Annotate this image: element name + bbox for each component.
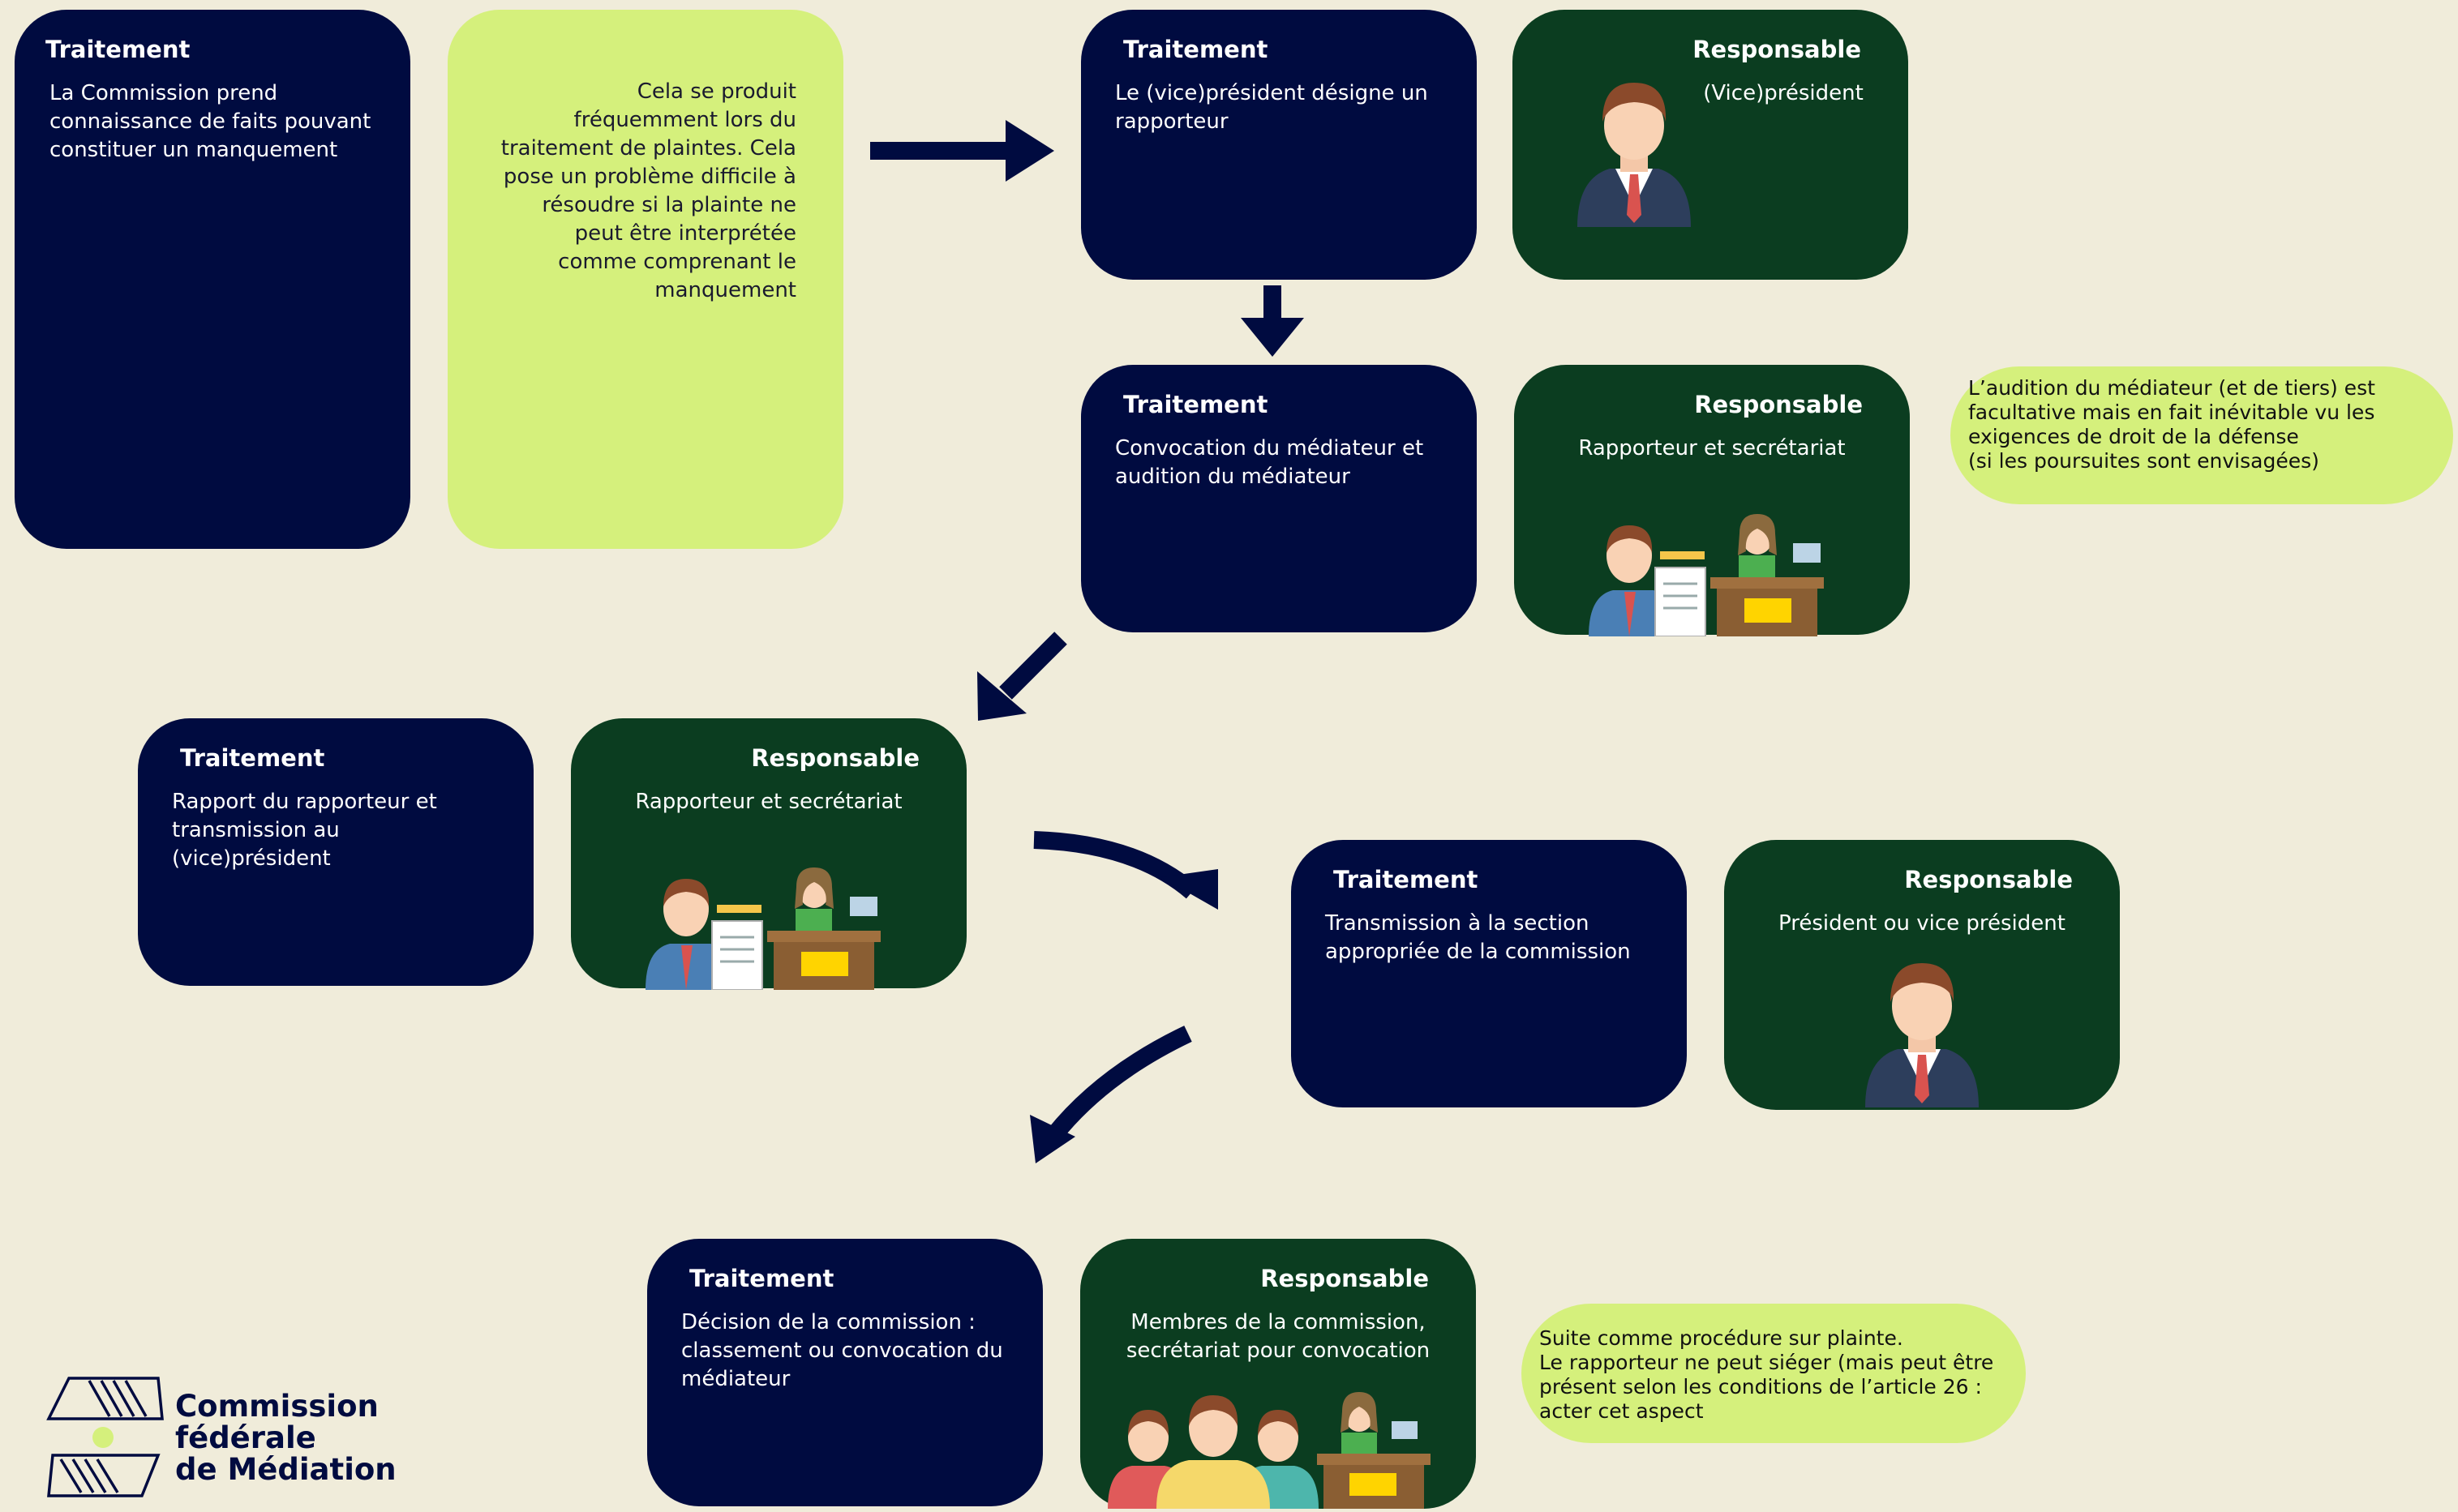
arrow-diag-1	[999, 632, 1067, 700]
traitement-label: Traitement	[45, 36, 191, 63]
responsable-label: Responsable	[751, 744, 920, 772]
step-3-traitement: Traitement Convocation du médiateur et a…	[1081, 365, 1477, 632]
logo-line-3: de Médiation	[175, 1452, 397, 1487]
rapporteur-secretariat-icon	[646, 867, 881, 990]
step-3-responsable: Responsable Rapporteur et secrétariat	[1514, 365, 1910, 636]
step-4-text: Rapport du rapporteur et transmission au…	[172, 790, 437, 871]
step-1-traitement: Traitement La Commission prend connaissa…	[15, 10, 410, 549]
note-3-line-4: acter cet aspect	[1539, 1399, 1704, 1423]
step-5-responsable: Responsable Président ou vice président	[1724, 840, 2120, 1110]
president-icon	[1865, 963, 1979, 1107]
step-3-text: Convocation du médiateur et audition du …	[1115, 436, 1424, 489]
logo-line-1: Commission	[175, 1389, 379, 1424]
step-6-text: Décision de la commission : classement o…	[681, 1310, 1003, 1391]
step-1-text: La Commission prend connaissance de fait…	[49, 81, 371, 162]
arrow-curve-1	[1033, 831, 1199, 899]
step-5-traitement: Traitement Transmission à la section app…	[1291, 840, 1687, 1107]
step-6-responsable: Responsable Membres de la commission, se…	[1080, 1239, 1476, 1509]
arrow-head-1	[1006, 120, 1054, 182]
note-3: Suite comme procédure sur plainte. Le ra…	[1521, 1304, 2026, 1443]
traitement-label: Traitement	[1123, 36, 1268, 63]
note-3-line-3: présent selon les conditions de l’articl…	[1539, 1375, 1982, 1398]
responsable-label: Responsable	[1260, 1265, 1429, 1292]
responsable-label: Responsable	[1694, 391, 1863, 418]
traitement-label: Traitement	[180, 744, 325, 772]
step-4-responsable-text: Rapporteur et secrétariat	[635, 790, 903, 814]
note-3-line-2: Le rapporteur ne peut siéger (mais peut …	[1539, 1351, 1994, 1374]
step-3-responsable-text: Rapporteur et secrétariat	[1578, 436, 1846, 460]
step-5-text: Transmission à la section appropriée de …	[1325, 911, 1631, 964]
step-2-responsable: Responsable (Vice)président	[1512, 10, 1908, 280]
traitement-label: Traitement	[1123, 391, 1268, 418]
arrow-head-3	[977, 671, 1027, 721]
step-6-responsable-text: Membres de la commission, secrétariat po…	[1126, 1310, 1431, 1363]
step-2-text: Le (vice)président désigne un rapporteur	[1115, 81, 1428, 134]
responsable-label: Responsable	[1692, 36, 1861, 63]
note-1: Cela se produit fréquemment lors du trai…	[448, 10, 843, 549]
step-2-responsable-text: (Vice)président	[1703, 81, 1864, 105]
note-2-line-2: facultative mais en fait inévitable vu l…	[1968, 400, 2375, 424]
note-3-line-1: Suite comme procédure sur plainte.	[1539, 1326, 1903, 1350]
note-2-line-3: exigences de droit de la défense	[1968, 425, 2299, 448]
note-2: L’audition du médiateur (et de tiers) es…	[1950, 366, 2453, 504]
note-2-line-1: L’audition du médiateur (et de tiers) es…	[1968, 376, 2375, 400]
logo-text: Commission fédérale de Médiation	[175, 1390, 397, 1485]
logo-icon	[46, 1377, 164, 1497]
arrow-head-4	[1161, 869, 1218, 910]
logo-line-2: fédérale	[175, 1420, 316, 1455]
traitement-label: Traitement	[1333, 866, 1478, 893]
note-1-text: Cela se produit fréquemment lors du trai…	[500, 79, 796, 302]
arrow-head-2	[1241, 318, 1304, 357]
arrow-curve-2	[1047, 1026, 1192, 1141]
step-5-responsable-text: Président ou vice président	[1778, 911, 2065, 936]
commission-members-icon	[1108, 1392, 1431, 1509]
step-2-traitement: Traitement Le (vice)président désigne un…	[1081, 10, 1477, 280]
responsable-label: Responsable	[1904, 866, 2073, 893]
traitement-label: Traitement	[689, 1265, 834, 1292]
arrow-head-5	[1030, 1115, 1075, 1163]
president-icon	[1577, 83, 1691, 227]
step-4-traitement: Traitement Rapport du rapporteur et tran…	[138, 718, 534, 986]
step-4-responsable: Responsable Rapporteur et secrétariat	[571, 718, 967, 990]
step-6-traitement: Traitement Décision de la commission : c…	[647, 1239, 1043, 1506]
rapporteur-secretariat-icon	[1589, 514, 1824, 636]
note-2-line-4: (si les poursuites sont envisagées)	[1968, 449, 2319, 473]
